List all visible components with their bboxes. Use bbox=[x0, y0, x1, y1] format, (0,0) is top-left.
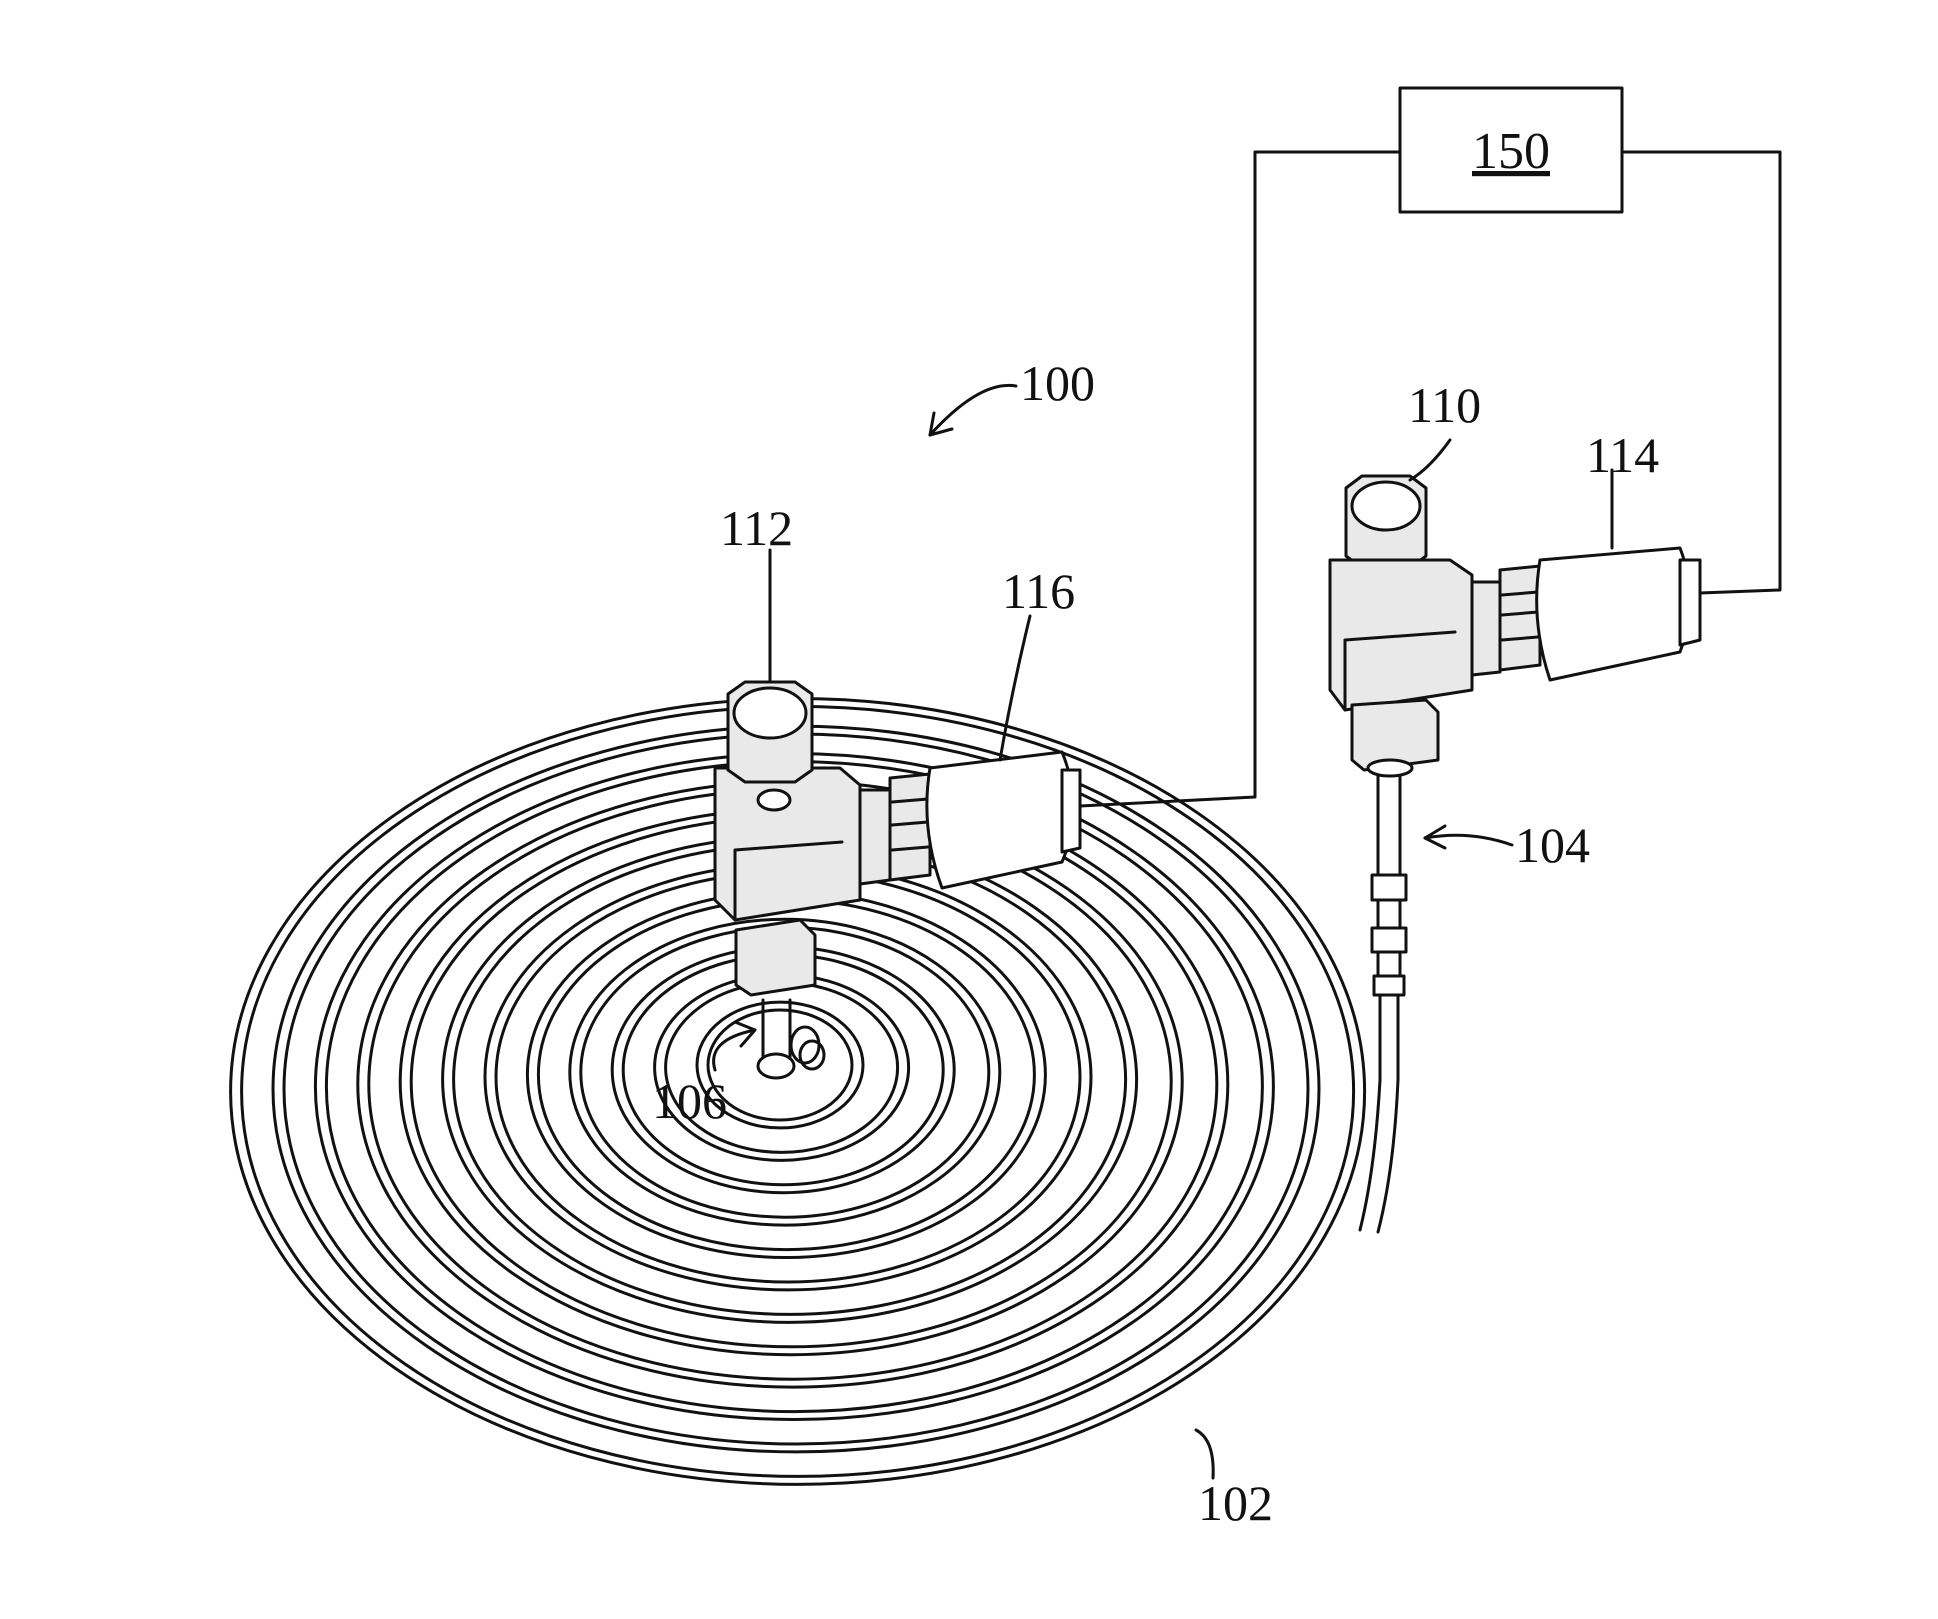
label-104: 104 bbox=[1515, 817, 1590, 873]
leader-lines bbox=[714, 385, 1612, 1478]
label-100: 100 bbox=[1020, 355, 1095, 411]
label-114: 114 bbox=[1586, 427, 1659, 483]
label-110: 110 bbox=[1408, 377, 1481, 433]
right-fitting-assembly bbox=[1330, 476, 1700, 776]
outlet-tube bbox=[1360, 770, 1406, 1232]
label-102: 102 bbox=[1198, 1475, 1273, 1531]
wire-right bbox=[1622, 152, 1780, 593]
leader-110 bbox=[1410, 440, 1450, 480]
leader-102 bbox=[1196, 1430, 1213, 1478]
label-116: 116 bbox=[1002, 563, 1075, 619]
label-112: 112 bbox=[720, 500, 793, 556]
label-106: 106 bbox=[652, 1073, 727, 1129]
controller-label: 150 bbox=[1472, 123, 1550, 180]
leader-100 bbox=[930, 385, 1016, 435]
coil-turn bbox=[454, 844, 1126, 1314]
controller-box: 150 bbox=[1400, 88, 1622, 212]
